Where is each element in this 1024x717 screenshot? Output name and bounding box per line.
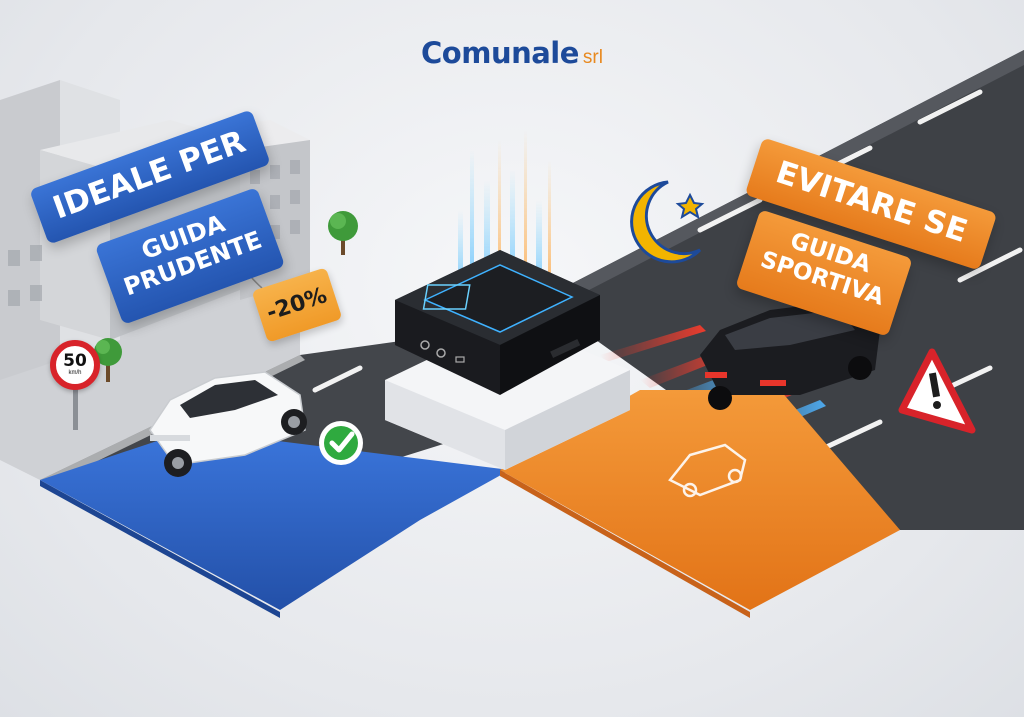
brand-name: Comunale [421,36,579,70]
signal-beams [458,130,551,300]
safe-zone-tile [40,430,510,610]
speed-limit-sign: 50 km/h [50,340,100,390]
car-outline-icon [668,443,747,498]
telematics-box-icon [395,250,600,395]
warning-icon [898,348,976,434]
brand-suffix: srl [582,47,603,68]
tree-icon [94,211,358,382]
speed-limit-unit: km/h [68,370,82,376]
risk-zone-tile [500,390,900,610]
black-car [700,300,880,410]
check-icon [319,421,363,465]
speed-limit-value: 50 [63,351,87,371]
moon-icon [630,180,705,264]
sign-pole [73,385,78,430]
white-car [149,371,307,477]
